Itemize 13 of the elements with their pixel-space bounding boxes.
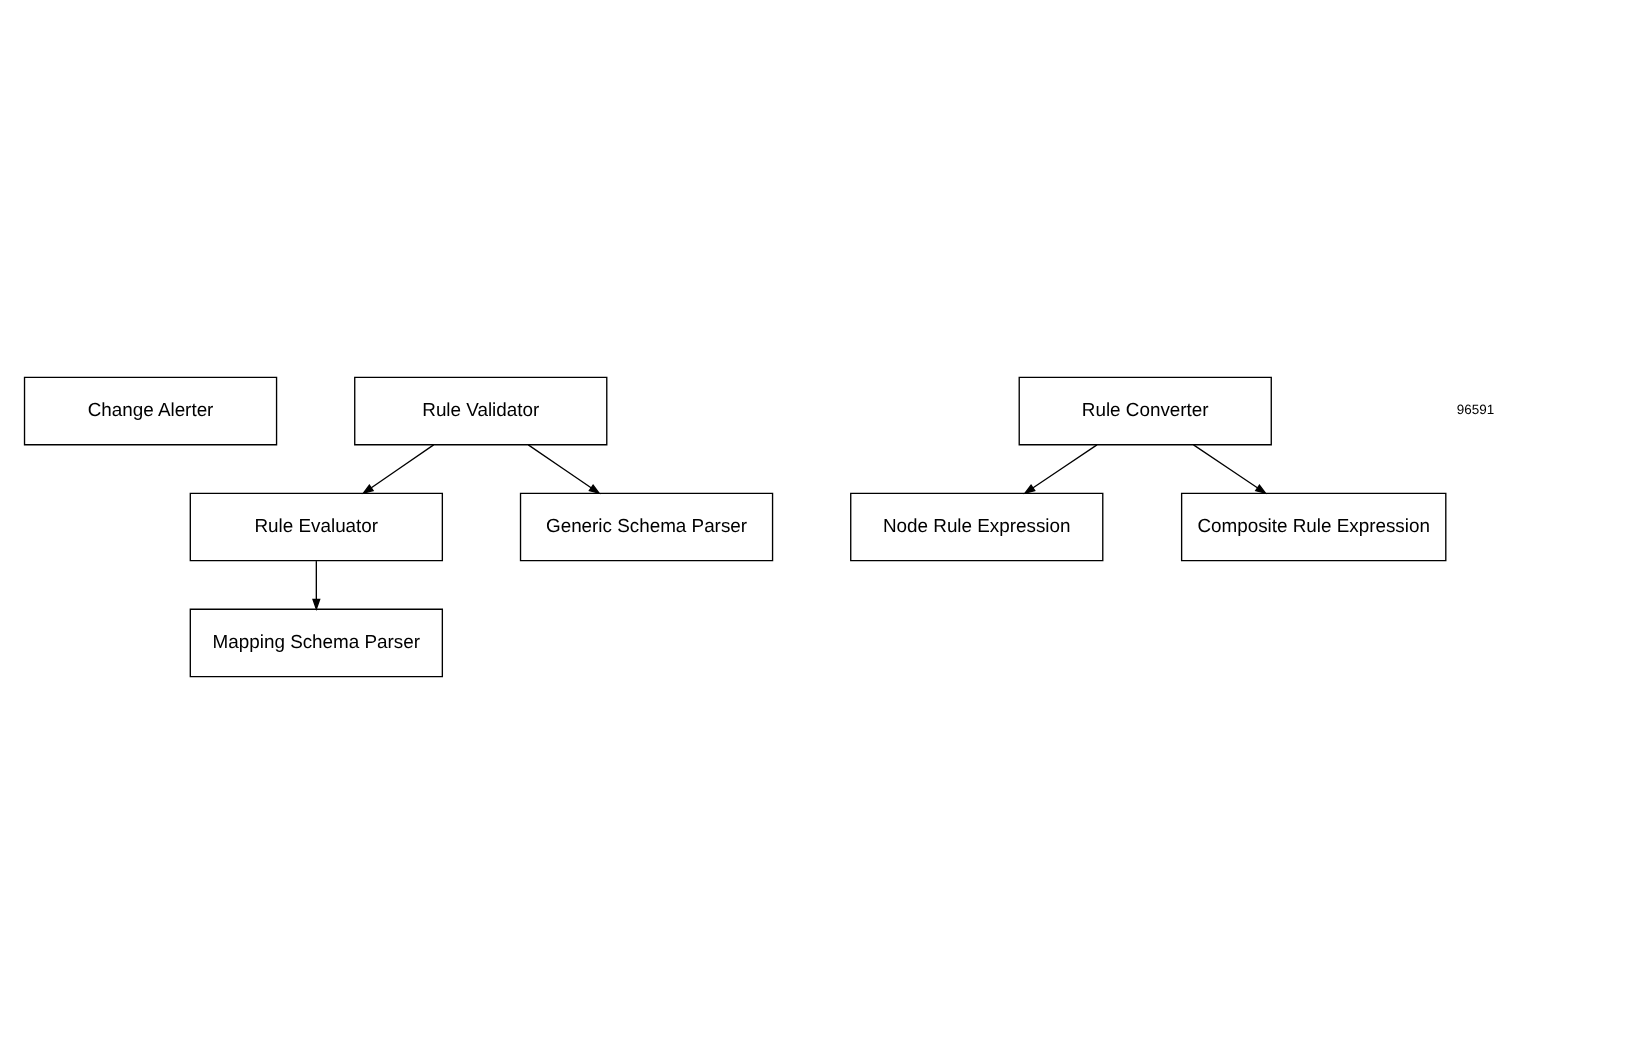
- node-box: Rule Evaluator: [189, 492, 444, 562]
- arrow: [527, 444, 601, 495]
- arrow: [312, 560, 321, 611]
- arrow: [1023, 444, 1098, 495]
- node-box: Generic Schema Parser: [519, 492, 774, 562]
- arrow: [361, 444, 435, 495]
- node-box: Change Alerter: [23, 376, 278, 446]
- node-box: Mapping Schema Parser: [189, 608, 444, 678]
- node-box: Node Rule Expression: [850, 492, 1104, 562]
- node-box: Rule Converter: [1018, 376, 1272, 446]
- node-box: Composite Rule Expression: [1180, 492, 1447, 562]
- node-box: Rule Validator: [354, 376, 608, 446]
- arrow: [1192, 444, 1268, 495]
